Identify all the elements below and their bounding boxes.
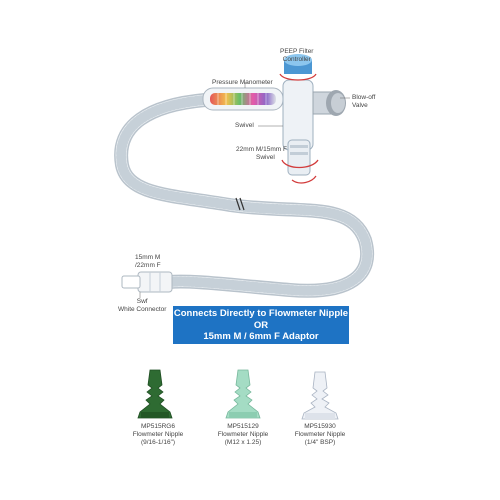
port-15mm-label: 15mm M /22mm F — [135, 254, 161, 269]
corrugated-tube — [114, 93, 375, 298]
adaptor-caption-mint: MP515129 Flowmeter Nipple (M12 x 1.25) — [217, 423, 269, 446]
peep-controller-label: PEEP Filter Controller — [280, 48, 314, 63]
banner-line-3: 15mm M / 6mm F Adaptor — [203, 331, 319, 342]
manometer-label: Pressure Manometer — [212, 79, 273, 86]
adaptor-mint-shape — [225, 369, 261, 419]
adaptor-caption-white: MP515930 Flowmeter Nipple (1/4" BSP) — [294, 423, 346, 446]
swivel-arrow — [281, 159, 319, 169]
swivel-label: Swivel — [235, 122, 254, 129]
banner-line-2: OR — [253, 319, 269, 331]
connection-banner: Connects Directly to Flowmeter Nipple OR… — [173, 306, 349, 344]
adaptor-caption-green: MP515RG6 Flowmeter Nipple (9/16-1/16") — [132, 423, 184, 446]
adaptor-green-shape — [137, 369, 173, 419]
cut-mark — [235, 197, 245, 211]
white-connector — [121, 271, 173, 293]
rotation-arrow — [291, 175, 317, 184]
t-piece — [282, 79, 314, 176]
pressure-manometer — [202, 87, 284, 111]
peep-controller — [279, 54, 317, 81]
blowoff-valve-label: Blow-off Valve — [352, 94, 376, 109]
connector-label: Swf White Connector — [118, 298, 167, 313]
adaptor-white-shape — [301, 371, 339, 420]
banner-line-1: Connects Directly to Flowmeter Nipple — [173, 308, 349, 319]
blowoff-valve — [312, 90, 346, 116]
swivel-port-label: 22mm M/15mm F Swivel — [236, 146, 287, 161]
